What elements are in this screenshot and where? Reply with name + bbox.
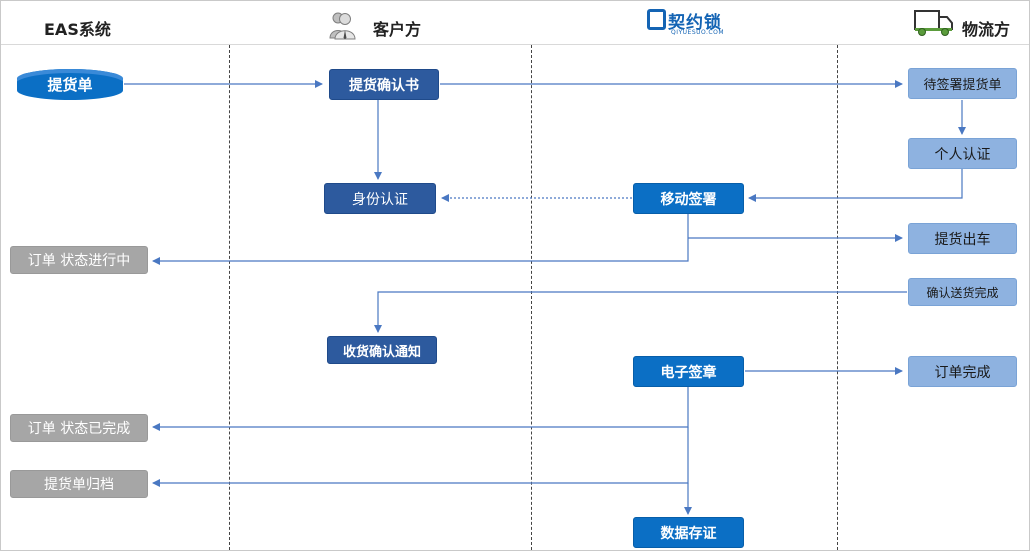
node-identity-auth: 身份认证 bbox=[324, 183, 436, 214]
node-personal-auth: 个人认证 bbox=[908, 138, 1017, 169]
truck-icon bbox=[914, 10, 953, 36]
lane-divider-2 bbox=[531, 45, 532, 550]
arrow-personal-to-sign bbox=[748, 169, 963, 202]
node-confirm-delivery: 确认送货完成 bbox=[908, 278, 1017, 306]
node-pickup-confirm-label: 提货确认书 bbox=[349, 77, 419, 94]
node-e-seal-label: 电子签章 bbox=[660, 364, 717, 381]
logo-subtext: QIYUESUO.COM bbox=[671, 29, 725, 36]
node-pickup-confirm: 提货确认书 bbox=[329, 69, 439, 100]
node-order-in-progress: 订单 状态进行中 bbox=[10, 246, 148, 274]
header-divider bbox=[1, 44, 1029, 45]
node-order-in-progress-label: 订单 状态进行中 bbox=[27, 253, 131, 269]
node-identity-auth-label: 身份认证 bbox=[352, 191, 408, 208]
node-pickup-order: 提货单 bbox=[17, 69, 123, 100]
node-pickup-archive: 提货单归档 bbox=[10, 470, 148, 498]
node-pending-sign-label: 待签署提货单 bbox=[923, 78, 1002, 93]
lane-divider-3 bbox=[837, 45, 838, 550]
node-pickup-dispatch: 提货出车 bbox=[908, 223, 1017, 254]
arrow-seal-to-done bbox=[152, 387, 689, 431]
node-order-done-status: 订单 状态已完成 bbox=[10, 414, 148, 442]
qiyuesuo-logo: 契约锁 QIYUESUO.COM bbox=[647, 8, 737, 38]
arrow-delivered-to-notice bbox=[374, 291, 907, 333]
node-pickup-dispatch-label: 提货出车 bbox=[934, 231, 991, 248]
node-confirm-delivery-label: 确认送货完成 bbox=[926, 285, 999, 300]
node-pickup-order-label: 提货单 bbox=[47, 76, 93, 94]
node-order-complete: 订单完成 bbox=[908, 356, 1017, 387]
arrow-seal-to-archive bbox=[152, 427, 689, 487]
node-personal-auth-label: 个人认证 bbox=[934, 146, 991, 163]
node-pickup-archive-label: 提货单归档 bbox=[44, 477, 114, 493]
node-e-seal: 电子签章 bbox=[633, 356, 744, 387]
node-mobile-sign-label: 移动签署 bbox=[660, 191, 717, 208]
node-receipt-notice: 收货确认通知 bbox=[327, 336, 437, 364]
arrow-sign-to-progress bbox=[152, 214, 689, 265]
lane-title-customer: 客户方 bbox=[373, 20, 422, 39]
lane-title-eas: EAS系统 bbox=[44, 20, 111, 39]
node-data-storage: 数据存证 bbox=[633, 517, 744, 548]
logo-q-icon bbox=[647, 9, 666, 30]
people-icon bbox=[329, 12, 356, 40]
node-order-complete-label: 订单完成 bbox=[934, 364, 991, 381]
logo-text: 契约锁 bbox=[668, 13, 722, 33]
lane-divider-1 bbox=[229, 45, 230, 550]
node-pending-sign: 待签署提货单 bbox=[908, 68, 1017, 99]
node-data-storage-label: 数据存证 bbox=[660, 525, 717, 542]
node-mobile-sign: 移动签署 bbox=[633, 183, 744, 214]
lane-title-logistics: 物流方 bbox=[962, 20, 1011, 39]
node-order-done-status-label: 订单 状态已完成 bbox=[27, 421, 131, 437]
node-receipt-notice-label: 收货确认通知 bbox=[342, 344, 421, 360]
